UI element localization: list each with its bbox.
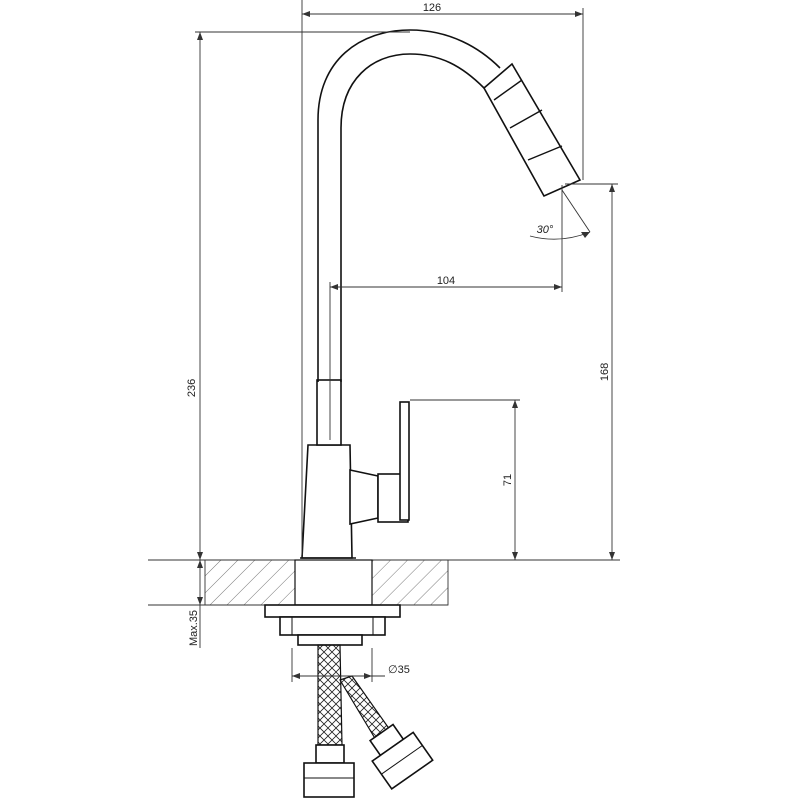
mounting-hole: [294, 559, 373, 606]
dim-spout-reach-label: 104: [437, 275, 455, 287]
dim-outlet-height-label: 168: [599, 363, 611, 381]
hose-nut-left: [303, 762, 355, 798]
handle-mount: [349, 469, 379, 525]
mounting-washer: [264, 604, 401, 618]
handle-lever: [399, 401, 410, 521]
dimension-lines: [195, 0, 618, 682]
hose-nut-right: [371, 731, 434, 791]
dim-swivel-angle-label: 30°: [537, 224, 554, 236]
dim-total-width-label: 126: [423, 2, 441, 14]
faucet-base: [301, 444, 353, 559]
braided-hose-right: [339, 675, 391, 741]
dim-handle-height-label: 71: [502, 474, 514, 486]
dim-counter-thickness-label: Max.35: [188, 610, 200, 646]
mounting-hardware: [264, 604, 434, 798]
spout-column: [316, 379, 342, 446]
spray-head: [482, 62, 582, 198]
countertop: [148, 559, 620, 606]
countertop-section-left: [204, 559, 296, 606]
braided-hose-left: [317, 644, 343, 746]
faucet-body: [300, 29, 582, 559]
countertop-section-right: [371, 559, 449, 606]
dim-total-height-label: 236: [186, 379, 198, 397]
gooseneck-spout: [317, 29, 501, 382]
mounting-nut: [279, 616, 386, 636]
dim-hole-diameter-label: ∅35: [388, 664, 410, 676]
